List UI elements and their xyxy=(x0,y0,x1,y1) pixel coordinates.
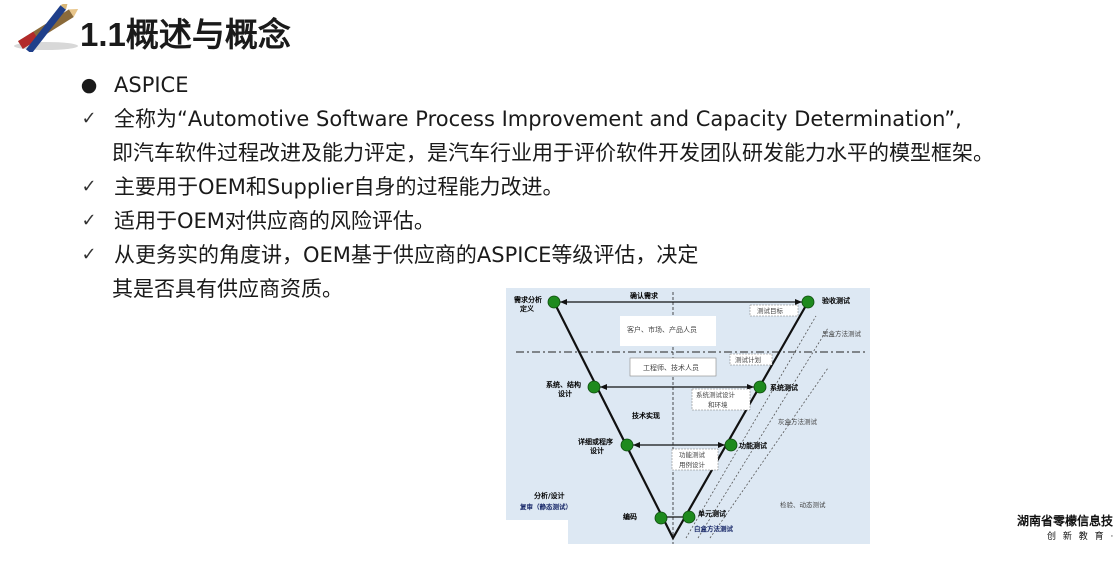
bullet-text-continued: 即汽车软件过程改进及能力评定，是汽车行业用于评价软件开发团队研发能力水平的模型框… xyxy=(112,141,994,165)
arrowhead-left xyxy=(633,442,640,448)
label-function-test: 功能测试 xyxy=(739,441,767,450)
plan-box-test-goal xyxy=(749,304,799,317)
label-system-test-design-2: 和环境 xyxy=(708,400,728,409)
label-system-design: 系统、结构 xyxy=(546,380,581,389)
label-requirements-2: 定义 xyxy=(520,304,535,313)
label-test-plan: 测试计划 xyxy=(735,355,761,364)
bullet-item: ✓ 主要用于OEM和Supplier自身的过程能力改进。 xyxy=(76,170,1116,204)
label-detailed-design-2: 设计 xyxy=(590,446,604,455)
label-system-test: 系统测试 xyxy=(770,383,798,392)
stakeholder-box-customer xyxy=(620,316,716,346)
footer-slogan: 创 新 教 育 · 赢 xyxy=(1047,532,1117,542)
bullet-text: 从更务实的角度讲，OEM基于供应商的ASPICE等级评估，决定 xyxy=(114,243,699,267)
label-dynamic-test: 检验、动态测试 xyxy=(780,500,826,509)
check-icon: ✓ xyxy=(81,210,97,231)
check-icon: ✓ xyxy=(81,176,97,197)
label-function-test-plan: 功能测试 xyxy=(679,450,706,459)
node-coding xyxy=(654,511,668,525)
label-detailed-design: 详细或程序 xyxy=(578,437,613,446)
label-confirm-requirements: 确认需求 xyxy=(630,291,659,300)
stakeholder-box-engineer xyxy=(629,357,717,377)
diagram-corner-patch xyxy=(506,520,568,544)
section-number: 1.1 xyxy=(80,16,126,53)
arrowhead-right xyxy=(747,384,754,390)
label-customer-market-product: 客户、市场、产品人员 xyxy=(627,325,697,334)
label-grey-box: 灰盒方法测试 xyxy=(778,417,818,426)
label-system-test-design: 系统测试设计 xyxy=(696,390,736,399)
bullet-item: ● ASPICE xyxy=(76,68,1116,102)
pencil-ruler-icon xyxy=(14,4,79,52)
label-implementation: 技术实现 xyxy=(632,411,660,420)
bullet-text: 全称为“Automotive Software Process Improvem… xyxy=(114,107,962,131)
label-function-test-plan-2: 用例设计 xyxy=(679,460,706,469)
bullet-text-continued: 其是否具有供应商资质。 xyxy=(112,277,343,301)
label-black-box: 黑盒方法测试 xyxy=(822,329,862,338)
label-acceptance-test: 验收测试 xyxy=(822,296,850,305)
arrowhead-right xyxy=(718,442,725,448)
section-title: 概述与概念 xyxy=(125,15,291,54)
label-test-goal: 测试目标 xyxy=(757,306,784,315)
test-flow-dotted-line xyxy=(685,315,817,539)
test-flow-dotted-line xyxy=(709,367,829,539)
label-white-box: 白盒方法测试 xyxy=(694,524,734,533)
label-requirements: 需求分析 xyxy=(514,295,542,304)
node-system-test xyxy=(753,380,767,394)
footer-org: 湖南省零檬信息技 xyxy=(1017,514,1114,528)
footer-brand: 湖南省零檬信息技 创 新 教 育 · 赢 xyxy=(1017,512,1117,544)
plan-box-system-design xyxy=(691,388,751,411)
v-model-diagram: 需求分析 定义 系统、结构 设计 详细或程序 设计 编码 验收测试 系统测试 功… xyxy=(506,288,870,544)
label-system-design-2: 设计 xyxy=(558,389,572,398)
label-static-test: 复审（静态测试） xyxy=(519,502,572,511)
label-engineers-technicians: 工程师、技术人员 xyxy=(643,363,699,372)
test-flow-dotted-line xyxy=(697,327,829,539)
page-title: 1.1概述与概念 xyxy=(80,10,291,60)
bullet-item: ✓ 从更务实的角度讲，OEM基于供应商的ASPICE等级评估，决定 其是否具有供… xyxy=(76,238,1116,306)
arrowhead-left xyxy=(600,384,607,390)
node-system-design xyxy=(587,380,601,394)
check-icon: ✓ xyxy=(81,244,97,265)
bullet-text: ASPICE xyxy=(114,73,189,97)
bullet-item: ✓ 适用于OEM对供应商的风险评估。 xyxy=(76,204,1116,238)
arrowhead-right xyxy=(795,299,802,305)
bullet-text: 适用于OEM对供应商的风险评估。 xyxy=(114,209,435,233)
bullet-item: ✓ 全称为“Automotive Software Process Improv… xyxy=(76,102,1116,170)
bullet-list: ● ASPICE ✓ 全称为“Automotive Software Proce… xyxy=(76,68,1116,306)
node-unit-test xyxy=(682,510,696,524)
label-coding: 编码 xyxy=(623,512,637,521)
label-analysis-design: 分析/设计 xyxy=(534,491,565,500)
check-icon: ✓ xyxy=(81,108,97,129)
node-acceptance-test xyxy=(801,295,815,309)
node-function-test xyxy=(724,438,738,452)
label-unit-test: 单元测试 xyxy=(698,509,726,518)
bullet-dot-icon: ● xyxy=(80,74,98,96)
arrowhead-left xyxy=(560,299,567,305)
node-detailed-design xyxy=(620,438,634,452)
plan-box-test-plan xyxy=(729,353,773,366)
bullet-text: 主要用于OEM和Supplier自身的过程能力改进。 xyxy=(114,175,564,199)
plan-box-function-test xyxy=(671,448,719,471)
node-requirements xyxy=(547,295,561,309)
